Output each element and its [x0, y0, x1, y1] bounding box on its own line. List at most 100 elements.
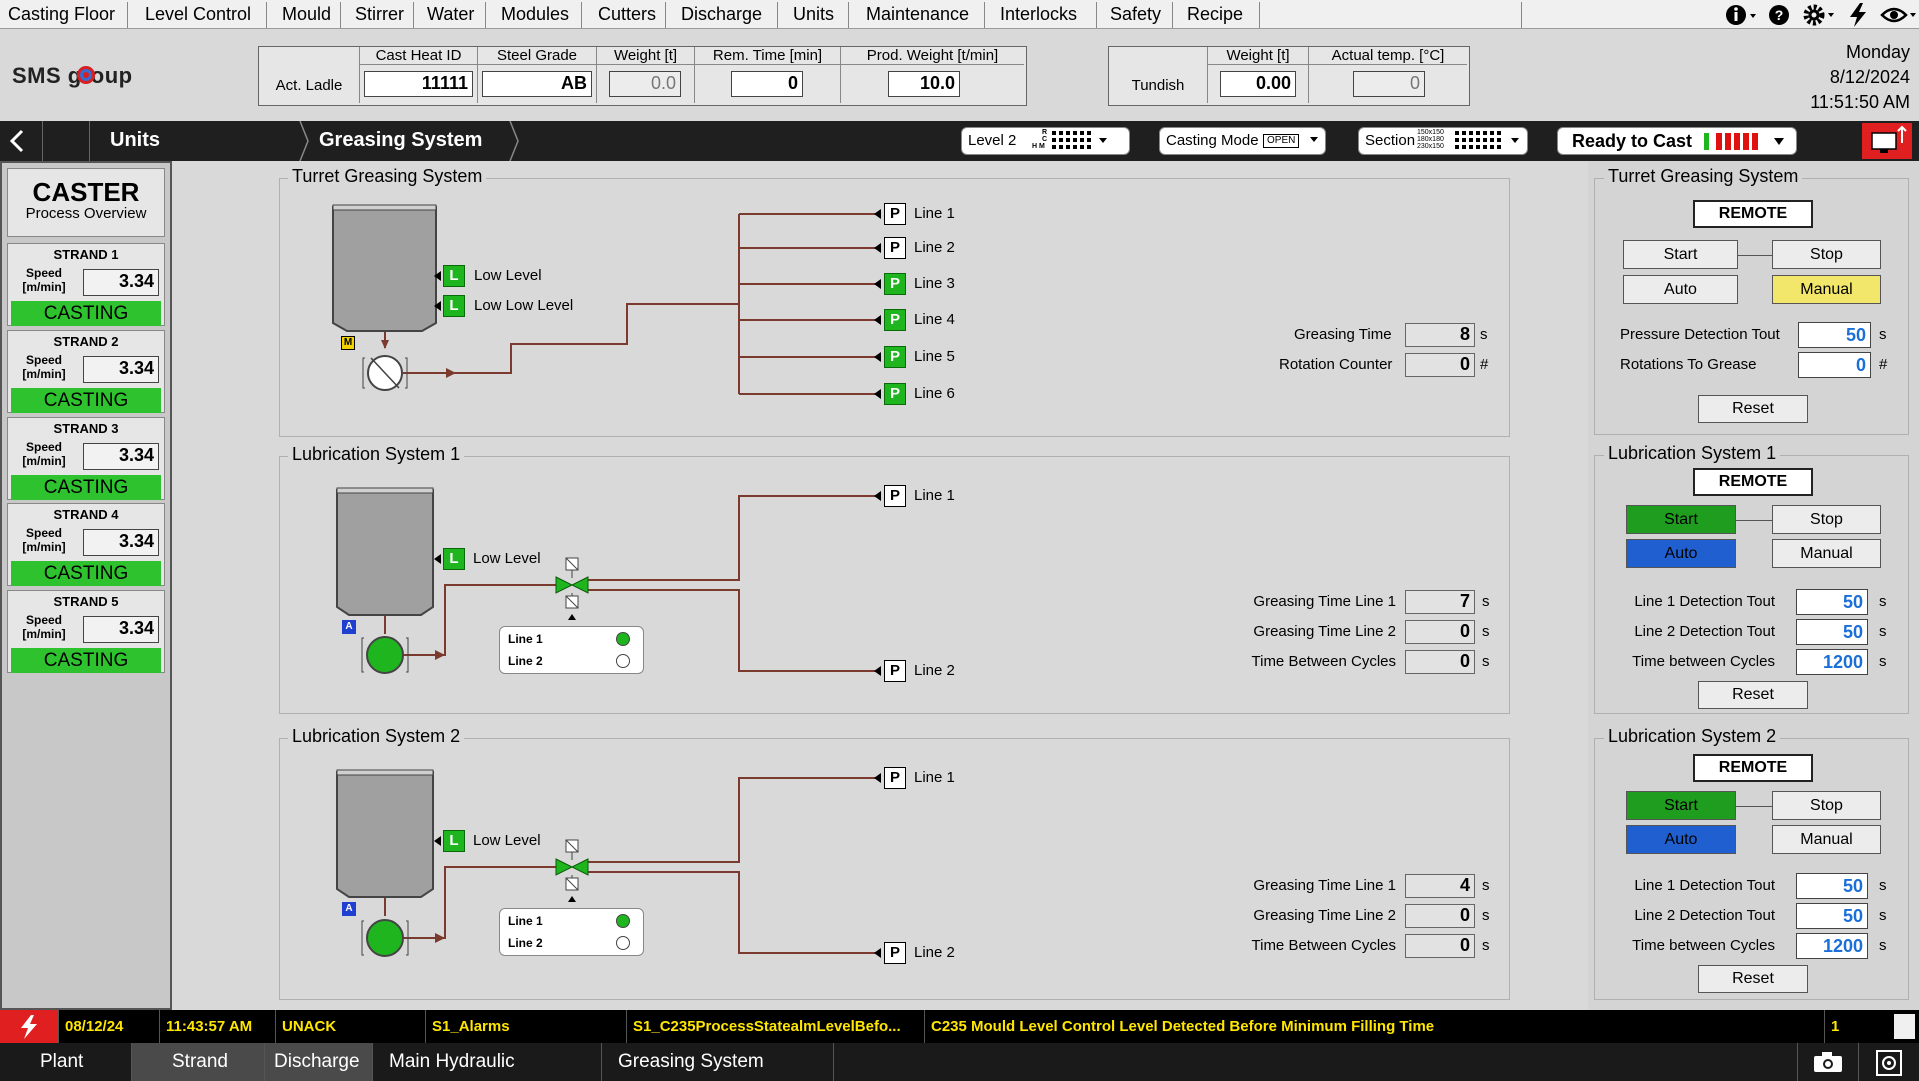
breadcrumb-greasing-system[interactable]: Greasing System [319, 129, 483, 151]
ready-to-cast-dropdown[interactable]: Ready to Cast [1557, 127, 1797, 155]
param-unit: s [1482, 653, 1490, 670]
turret-reset-button[interactable]: Reset [1698, 395, 1808, 423]
low-low-level-indicator-icon: L [443, 295, 465, 317]
param-value: 0 [1405, 904, 1475, 928]
menu-discharge[interactable]: Discharge [681, 4, 763, 24]
prod-weight-cell: Prod. Weight [t/min] 10.0 [841, 47, 1024, 103]
lub2-manual-button[interactable]: Manual [1772, 825, 1881, 854]
turret-line-label: Line 3 [914, 275, 955, 292]
menu-separator [665, 2, 666, 28]
control-param-input[interactable]: 1200 [1796, 933, 1868, 959]
control-param-input[interactable]: 50 [1796, 619, 1868, 645]
status-dot-icon [616, 914, 630, 928]
rotation-counter-label: Rotation Counter [1279, 356, 1393, 373]
menu-maintenance[interactable]: Maintenance [866, 4, 970, 24]
lightning-icon[interactable] [1846, 2, 1870, 28]
tundish-temp-value: 0 [1353, 71, 1425, 97]
control-param-input[interactable]: 50 [1796, 903, 1868, 929]
alarm-bar[interactable]: 08/12/24 11:43:57 AM UNACK S1_Alarms S1_… [0, 1010, 1919, 1043]
alarm-flag[interactable] [0, 1010, 58, 1043]
lub2-auto-button[interactable]: Auto [1626, 825, 1736, 854]
lub2-stop-button[interactable]: Stop [1772, 791, 1881, 820]
menu-water[interactable]: Water [427, 4, 475, 24]
turret-manual-button[interactable]: Manual [1772, 275, 1881, 304]
arrow-icon [874, 315, 881, 325]
turret-stop-button[interactable]: Stop [1772, 240, 1881, 269]
menu-level-control[interactable]: Level Control [145, 4, 252, 24]
section-dropdown[interactable]: Section 150x150 180x180 230x150 [1358, 127, 1528, 155]
param-unit: s [1482, 907, 1490, 924]
menu-cutters[interactable]: Cutters [598, 4, 657, 24]
arrow-icon [874, 279, 881, 289]
turret-start-button[interactable]: Start [1623, 240, 1738, 269]
time-text: 11:51:50 AM [1810, 92, 1910, 112]
info-icon[interactable] [1724, 2, 1760, 28]
menu-stirrer[interactable]: Stirrer [355, 4, 404, 24]
menu-safety[interactable]: Safety [1110, 4, 1162, 24]
section-indicator-grid-icon [1455, 131, 1519, 149]
ladle-table: Act. Ladle Cast Heat ID 11111 Steel Grad… [258, 46, 1027, 106]
control-param-input[interactable]: 1200 [1796, 649, 1868, 675]
tab-discharge[interactable]: Discharge [265, 1043, 373, 1081]
prod-weight-value: 10.0 [888, 71, 960, 97]
lub1-auto-button[interactable]: Auto [1626, 539, 1736, 568]
casting-mode-dropdown[interactable]: Casting Mode OPEN [1159, 127, 1326, 155]
pressure-detection-unit: s [1879, 326, 1887, 343]
ladle-label-cell: Act. Ladle [259, 47, 360, 103]
speed-label: Speed [25, 353, 62, 367]
gear-icon[interactable] [1800, 1, 1836, 29]
menu-units[interactable]: Units [793, 4, 835, 24]
rotations-to-grease-input[interactable]: 0 [1798, 352, 1871, 378]
menu-recipe[interactable]: Recipe [1187, 4, 1244, 24]
camera-icon[interactable] [1813, 1051, 1843, 1073]
tab-greasing-system[interactable]: Greasing System [602, 1043, 834, 1081]
turret-auto-button[interactable]: Auto [1623, 275, 1738, 304]
turret-control-title: Turret Greasing System [1604, 166, 1803, 187]
menu-modules[interactable]: Modules [501, 4, 570, 24]
alarm-date: 08/12/24 [58, 1010, 165, 1043]
param-unit: s [1482, 623, 1490, 640]
alarm-scrollbar[interactable] [1894, 1014, 1915, 1039]
menu-interlocks[interactable]: Interlocks [1000, 4, 1078, 24]
strand-speed-value: 3.34 [83, 616, 159, 643]
param-label: Greasing Time Line 1 [1253, 593, 1396, 610]
alarm-time: 11:43:57 AM [159, 1010, 275, 1043]
menu-mould[interactable]: Mould [282, 4, 332, 24]
speed-unit-label: [m/min] [22, 280, 66, 294]
turret-line-label: Line 1 [914, 205, 955, 222]
screenshot-settings-icon[interactable] [1876, 1050, 1902, 1076]
lub2-start-button[interactable]: Start [1626, 791, 1736, 820]
tab-plant[interactable]: Plant [0, 1043, 132, 1081]
legend-line-2: Line 2 [508, 654, 543, 668]
control-param-input[interactable]: 50 [1796, 589, 1868, 615]
lub1-stop-button[interactable]: Stop [1772, 505, 1881, 534]
pressure-detection-input[interactable]: 50 [1798, 322, 1871, 348]
lub1-manual-button[interactable]: Manual [1772, 539, 1881, 568]
help-icon[interactable]: ? [1766, 2, 1792, 28]
menu-separator [581, 2, 582, 28]
monitor-alert-icon[interactable] [1862, 123, 1912, 159]
caster-header[interactable]: CASTER Process Overview [7, 168, 165, 237]
connector-line [1738, 255, 1772, 256]
lub1-reset-button[interactable]: Reset [1698, 681, 1808, 709]
back-arrow-icon[interactable] [6, 129, 28, 153]
level-dropdown[interactable]: Level 2 R C H M [961, 127, 1130, 155]
lub2-reset-button[interactable]: Reset [1698, 965, 1808, 993]
param-label: Greasing Time Line 2 [1253, 623, 1396, 640]
breadcrumb-units[interactable]: Units [110, 129, 160, 151]
logo-text: SMS group [12, 63, 133, 88]
lub1-start-button[interactable]: Start [1626, 505, 1736, 534]
control-param-input[interactable]: 50 [1796, 873, 1868, 899]
tab-main-hydraulic[interactable]: Main Hydraulic [379, 1043, 602, 1081]
tab-strand[interactable]: Strand [132, 1043, 265, 1081]
menu-casting-floor[interactable]: Casting Floor [8, 4, 116, 24]
eye-icon[interactable] [1880, 3, 1918, 27]
date-text: 8/12/2024 [1829, 67, 1910, 87]
header: SMS group Act. Ladle Cast Heat ID 11111 … [0, 29, 1919, 121]
